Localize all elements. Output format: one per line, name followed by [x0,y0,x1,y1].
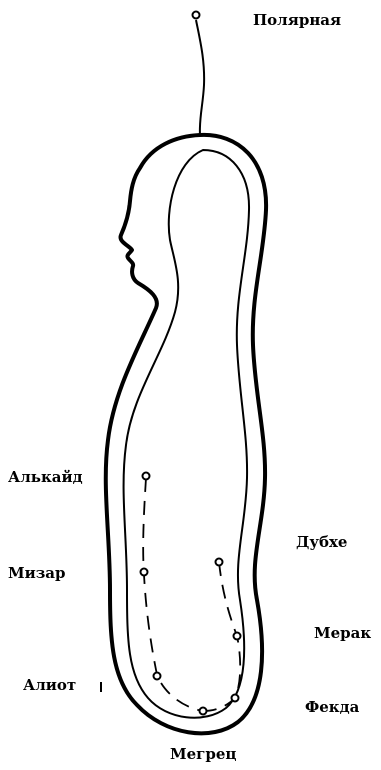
label-polaris: Полярная [253,11,341,29]
star-mizar [141,569,148,576]
label-dubhe: Дубхе [296,533,347,551]
label-megrez: Мегрец [170,745,236,763]
star-polaris [193,12,200,19]
star-dubhe [216,559,223,566]
star-phecda [232,695,239,702]
star-alioth [154,673,161,680]
label-merak: Мерак [314,624,371,642]
star-merak [234,633,241,640]
star-alkaid [143,473,150,480]
label-mizar: Мизар [8,564,66,582]
label-alioth: Алиот [23,676,76,694]
polaris-thread [196,20,204,135]
label-alkaid: Алькайд [8,468,83,486]
label-phecda: Фекда [305,698,360,716]
constellation-dashed-left [143,478,203,711]
inner-body-outline [124,150,249,718]
star-megrez [200,708,207,715]
outer-body-outline [106,135,266,733]
